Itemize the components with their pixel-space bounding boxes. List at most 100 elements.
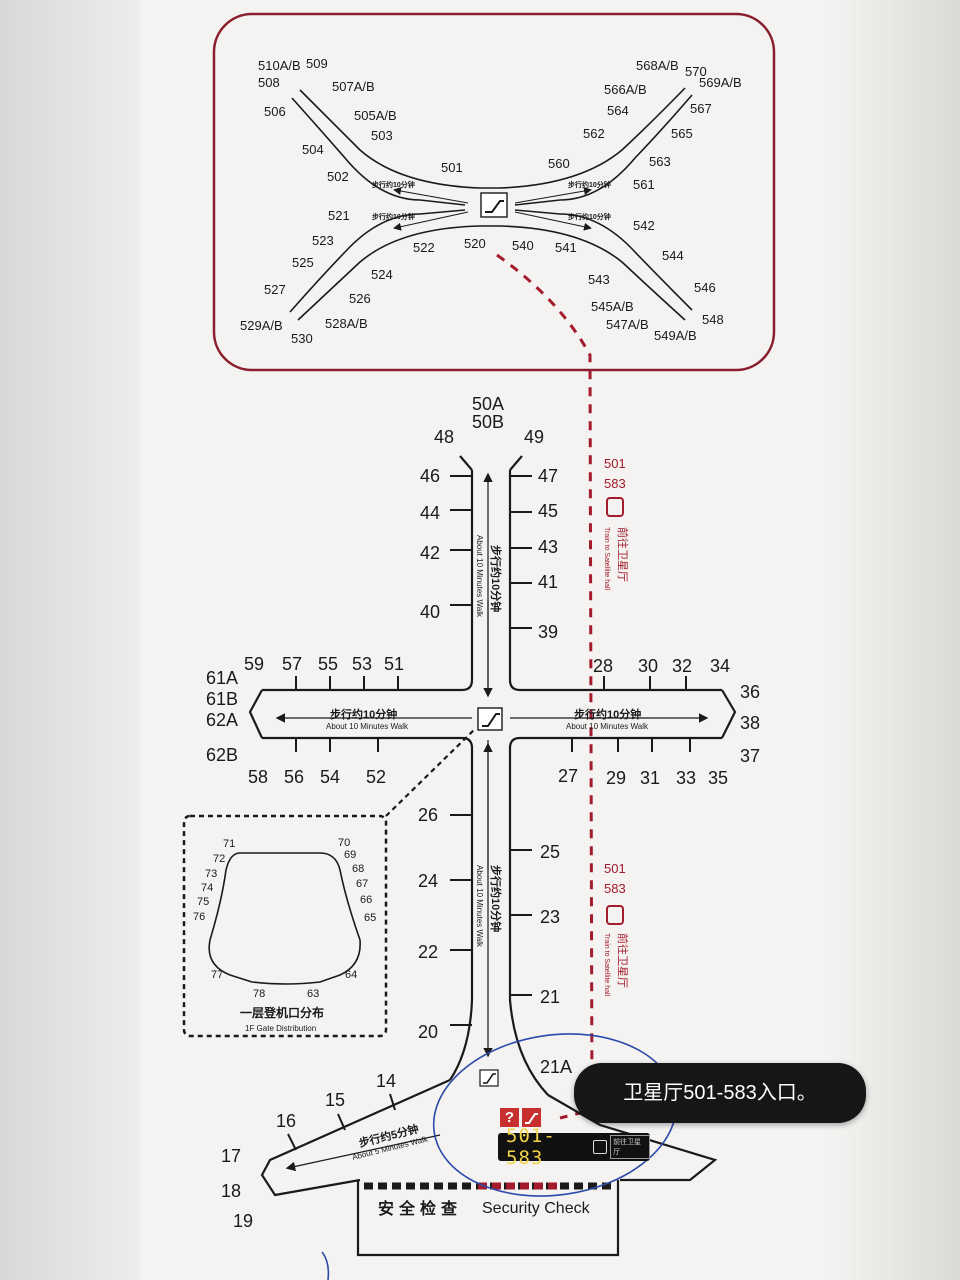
train-range-bottom-1: 583 xyxy=(604,476,626,491)
gate-525: 525 xyxy=(292,255,314,270)
train-range-bottom-2: 583 xyxy=(604,881,626,896)
help-sign-icon: ? xyxy=(500,1108,519,1127)
south-escalator-icon xyxy=(479,1069,499,1087)
gate-21a: 21A xyxy=(540,1057,572,1077)
gate-64: 64 xyxy=(345,969,357,981)
gate-65: 65 xyxy=(364,912,376,924)
walk-label-east: 步行约10分钟 xyxy=(574,707,641,721)
gate-50a: 50A xyxy=(472,394,504,414)
gate-528ab: 528A/B xyxy=(325,316,368,331)
gate-21: 21 xyxy=(540,987,560,1007)
gate-49: 49 xyxy=(524,427,544,447)
gate-19: 19 xyxy=(233,1211,253,1231)
gate-530: 530 xyxy=(291,331,313,346)
gate-520: 520 xyxy=(464,236,486,251)
gate-62a: 62A xyxy=(206,710,238,730)
gate-15: 15 xyxy=(325,1090,345,1110)
gate-26: 26 xyxy=(418,805,438,825)
train-label-cn-2: 前往卫星厅 xyxy=(616,933,630,988)
led-sign: 501-583 前往卫星厅 xyxy=(498,1125,650,1169)
walk-label-west-en: About 10 Minutes Walk xyxy=(326,722,409,731)
gate-507ab: 507A/B xyxy=(332,79,375,94)
satellite-gates: 510A/B 509 508 507A/B 506 505A/B 503 504… xyxy=(240,56,742,346)
gate-distribution-1f-gates: 71 70 72 69 73 68 74 67 75 66 76 65 77 6… xyxy=(193,837,376,1000)
gate-23: 23 xyxy=(540,907,560,927)
gate-40: 40 xyxy=(420,602,440,622)
gate-68: 68 xyxy=(352,863,364,875)
gate-39: 39 xyxy=(538,622,558,642)
gate-567: 567 xyxy=(690,101,712,116)
train-range-top-1: 501 xyxy=(604,456,626,471)
gate-55: 55 xyxy=(318,654,338,674)
gate-509: 509 xyxy=(306,56,328,71)
gate-distribution-1f-outline xyxy=(208,852,361,985)
gate-501: 501 xyxy=(441,160,463,175)
train-route xyxy=(496,253,594,1120)
escalator-sign-icon xyxy=(522,1108,541,1127)
sat-walk-label-se: 步行约10分钟 xyxy=(568,212,611,221)
gate-510ab: 510A/B xyxy=(258,58,301,73)
gate-75: 75 xyxy=(197,896,209,908)
gate-522: 522 xyxy=(413,240,435,255)
gate-508: 508 xyxy=(258,75,280,90)
train-label-lower: 501 583 前往卫星厅 Train to Satellite hall xyxy=(603,861,630,997)
gate-36: 36 xyxy=(740,682,760,702)
gate-66: 66 xyxy=(360,894,372,906)
gate-57: 57 xyxy=(282,654,302,674)
gate-524: 524 xyxy=(371,267,393,282)
walk-label-west: 步行约10分钟 xyxy=(330,707,397,721)
gate-563: 563 xyxy=(649,154,671,169)
gate-20: 20 xyxy=(418,1022,438,1042)
hand-drawn-mark xyxy=(321,1251,330,1280)
page-edge-shadow-left xyxy=(0,0,140,1280)
satellite-walk-arrows xyxy=(393,187,592,231)
gate-521: 521 xyxy=(328,208,350,223)
gate-502: 502 xyxy=(327,169,349,184)
gate-523: 523 xyxy=(312,233,334,248)
gate-44: 44 xyxy=(420,503,440,523)
walk-label-north: 步行约10分钟 xyxy=(489,545,503,612)
gate-78: 78 xyxy=(253,988,265,1000)
led-sign-number: 501-583 xyxy=(506,1125,556,1169)
led-sign-text: 前往卫星厅 xyxy=(610,1135,650,1159)
sat-walk-label-nw: 步行约10分钟 xyxy=(372,180,415,189)
gate-16: 16 xyxy=(276,1111,296,1131)
gate-540: 540 xyxy=(512,238,534,253)
gate-43: 43 xyxy=(538,537,558,557)
gate-29: 29 xyxy=(606,768,626,788)
gate-63: 63 xyxy=(307,988,319,1000)
gate-distribution-1f-frame xyxy=(182,814,388,1038)
walk-label-south: 步行约10分钟 xyxy=(489,865,503,932)
gate-31: 31 xyxy=(640,768,660,788)
train-range-top-2: 501 xyxy=(604,861,626,876)
gate-74: 74 xyxy=(201,882,213,894)
gate-566ab: 566A/B xyxy=(604,82,647,97)
walk-label-south-en: About 10 Minutes Walk xyxy=(475,865,484,948)
gate-47: 47 xyxy=(538,466,558,486)
gate-76: 76 xyxy=(193,911,205,923)
gate-53: 53 xyxy=(352,654,372,674)
gate-14: 14 xyxy=(376,1071,396,1091)
main-gates: 50A 50B 48 49 46 47 44 45 42 43 41 40 39… xyxy=(206,394,760,1231)
walk-label-east-en: About 10 Minutes Walk xyxy=(566,722,649,731)
gate-506: 506 xyxy=(264,104,286,119)
gate-33: 33 xyxy=(676,768,696,788)
train-label-cn-1: 前往卫星厅 xyxy=(616,527,630,582)
gate-52: 52 xyxy=(366,767,386,787)
gate-42: 42 xyxy=(420,543,440,563)
gate-stubs xyxy=(287,475,691,1151)
gate-48: 48 xyxy=(434,427,454,447)
train-icon-upper xyxy=(606,497,624,517)
gate-56: 56 xyxy=(284,767,304,787)
gate-58: 58 xyxy=(248,767,268,787)
gate-61a: 61A xyxy=(206,668,238,688)
gate-505ab: 505A/B xyxy=(354,108,397,123)
gate-504: 504 xyxy=(302,142,324,157)
annotation-tooltip: 卫星厅501-583入口。 xyxy=(574,1063,866,1123)
gate-561: 561 xyxy=(633,177,655,192)
gate-27: 27 xyxy=(558,766,578,786)
gate-546: 546 xyxy=(694,280,716,295)
gate-62b: 62B xyxy=(206,745,238,765)
security-label-cn: 安全检查 xyxy=(378,1199,462,1218)
gate-59: 59 xyxy=(244,654,264,674)
